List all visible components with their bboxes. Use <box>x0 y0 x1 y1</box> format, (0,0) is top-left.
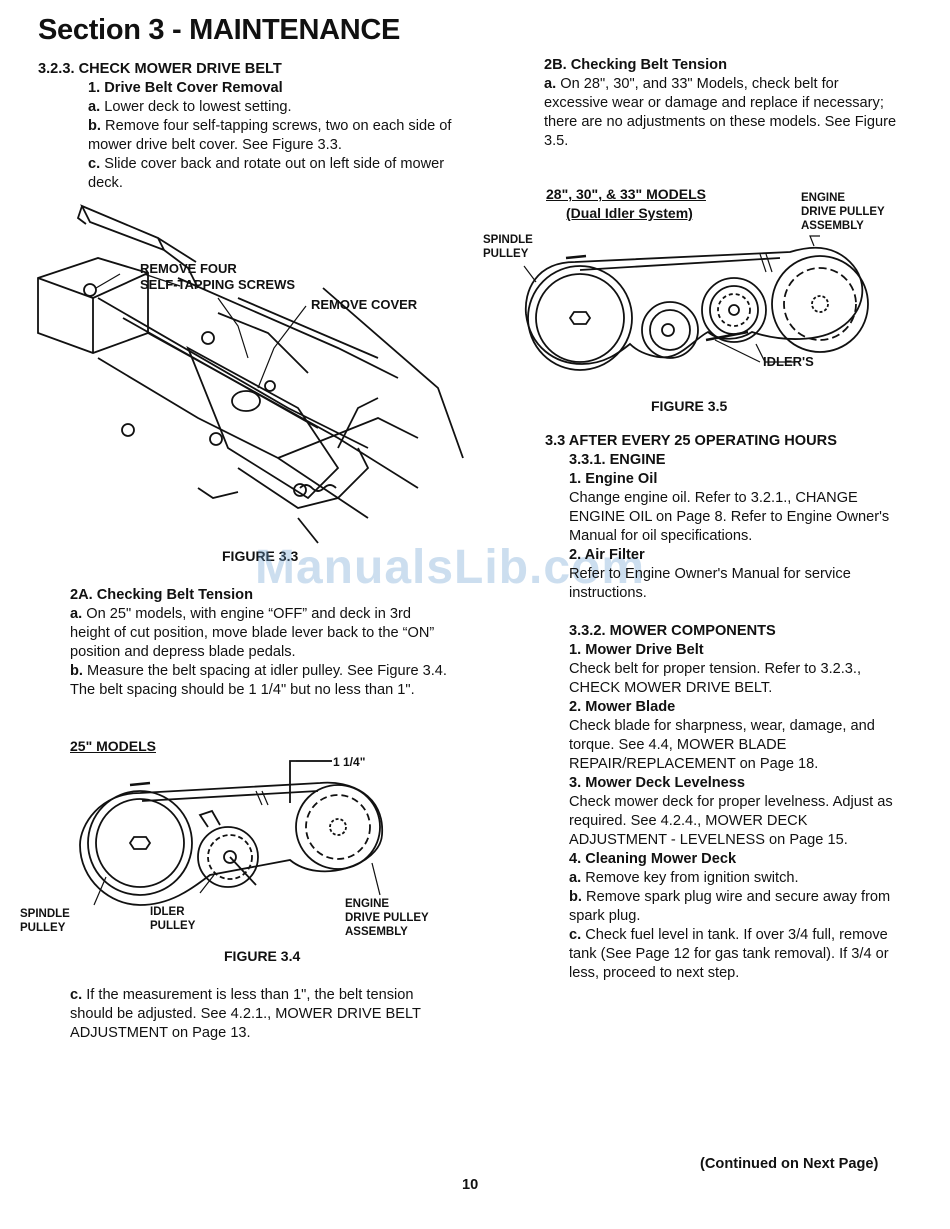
watermark: ManualsLib.com <box>255 541 646 594</box>
fig35-engine-label: ENGINE DRIVE PULLEY ASSEMBLY <box>801 192 885 232</box>
step-a1: a. Lower deck to lowest setting. <box>88 99 292 115</box>
subheading-cover-removal: 1. Drive Belt Cover Removal <box>88 80 283 96</box>
engine-oil-text: Change engine oil. Refer to 3.2.1., CHAN… <box>569 490 890 544</box>
section-2a: 2A. Checking Belt Tension a. On 25" mode… <box>70 586 450 700</box>
page-title: Section 3 - MAINTENANCE <box>38 14 401 46</box>
figure-3-4-drawing <box>79 760 383 906</box>
heading-3-3-2: 3.3.2. MOWER COMPONENTS <box>569 623 776 639</box>
fig35-title-2: (Dual Idler System) <box>566 205 693 221</box>
fig35-spindle-label: SPINDLE PULLEY <box>483 234 533 260</box>
fig33-label-cover: REMOVE COVER <box>311 297 418 312</box>
models-25-heading: 25" MODELS <box>70 738 156 754</box>
subheading-deck-levelness: 3. Mower Deck Levelness <box>569 775 746 791</box>
figure-3-3-caption: FIGURE 3.3 <box>222 548 299 564</box>
subheading-mower-blade: 2. Mower Blade <box>569 699 676 715</box>
step-a2: a. On 25" models, with engine “OFF” and … <box>70 606 435 660</box>
cleaning-step-a: a. Remove key from ignition switch. <box>569 870 799 886</box>
fig34-engine-label: ENGINE DRIVE PULLEY ASSEMBLY <box>345 898 429 938</box>
step-c2: c. If the measurement is less than 1", t… <box>70 987 421 1041</box>
subheading-mower-drive-belt: 1. Mower Drive Belt <box>569 642 704 658</box>
section-3-3-2: 3.3.2. MOWER COMPONENTS 1. Mower Drive B… <box>569 622 905 983</box>
subheading-air-filter: 2. Air Filter <box>569 547 645 563</box>
section-3-3: 3.3 AFTER EVERY 25 OPERATING HOURS 3.3.1… <box>545 432 905 603</box>
fig35-idlers-label: IDLER'S <box>763 354 814 369</box>
figure-3-5-drawing <box>523 235 869 371</box>
fig34-idler-label: IDLER PULLEY <box>150 906 196 932</box>
continued-note: (Continued on Next Page) <box>700 1156 879 1172</box>
subheading-cleaning-deck: 4. Cleaning Mower Deck <box>569 851 737 867</box>
heading-3-3-1: 3.3.1. ENGINE <box>569 452 666 468</box>
step-a3: a. On 28", 30", and 33" Models, check be… <box>544 76 897 149</box>
fig34-dimension-label: 1 1/4" <box>333 755 366 769</box>
cleaning-step-c: c. Check fuel level in tank. If over 3/4… <box>569 927 889 981</box>
mower-drive-belt-text: Check belt for proper tension. Refer to … <box>569 661 862 696</box>
mower-blade-text: Check blade for sharpness, wear, damage,… <box>569 718 875 772</box>
subheading-engine-oil: 1. Engine Oil <box>569 471 658 487</box>
subheading-2a: 2A. Checking Belt Tension <box>70 587 253 603</box>
fig34-spindle-label: SPINDLE PULLEY <box>20 908 70 934</box>
step-c1: c. Slide cover back and rotate out on le… <box>88 156 445 191</box>
section-3-3-1: 3.3.1. ENGINE 1. Engine Oil Change engin… <box>545 451 905 603</box>
page-number: 10 <box>462 1177 479 1193</box>
left-column: 3.2.3. CHECK MOWER DRIVE BELT 1. Drive B… <box>38 60 458 193</box>
fig35-title-1: 28", 30", & 33" MODELS <box>546 186 706 202</box>
figure-3-4-caption: FIGURE 3.4 <box>224 948 301 964</box>
heading-3-2-3: 3.2.3. CHECK MOWER DRIVE BELT <box>38 61 282 77</box>
section-2b: 2B. Checking Belt Tension a. On 28", 30"… <box>544 56 904 151</box>
subheading-2b: 2B. Checking Belt Tension <box>544 57 727 73</box>
air-filter-text: Refer to Engine Owner's Manual for servi… <box>569 566 851 601</box>
step-b1: b. Remove four self-tapping screws, two … <box>88 118 452 153</box>
fig33-label-screws: REMOVE FOUR SELF-TAPPING SCREWS <box>140 261 296 292</box>
figure-3-3-drawing <box>37 204 464 544</box>
heading-3-3: 3.3 AFTER EVERY 25 OPERATING HOURS <box>545 433 837 449</box>
step-b2: b. Measure the belt spacing at idler pul… <box>70 663 447 698</box>
deck-levelness-text: Check mower deck for proper levelness. A… <box>569 794 893 848</box>
drive-belt-cover-removal: 1. Drive Belt Cover Removal a. Lower dec… <box>38 79 458 193</box>
cleaning-step-b: b. Remove spark plug wire and secure awa… <box>569 889 891 924</box>
figure-3-5-caption: FIGURE 3.5 <box>651 398 728 414</box>
